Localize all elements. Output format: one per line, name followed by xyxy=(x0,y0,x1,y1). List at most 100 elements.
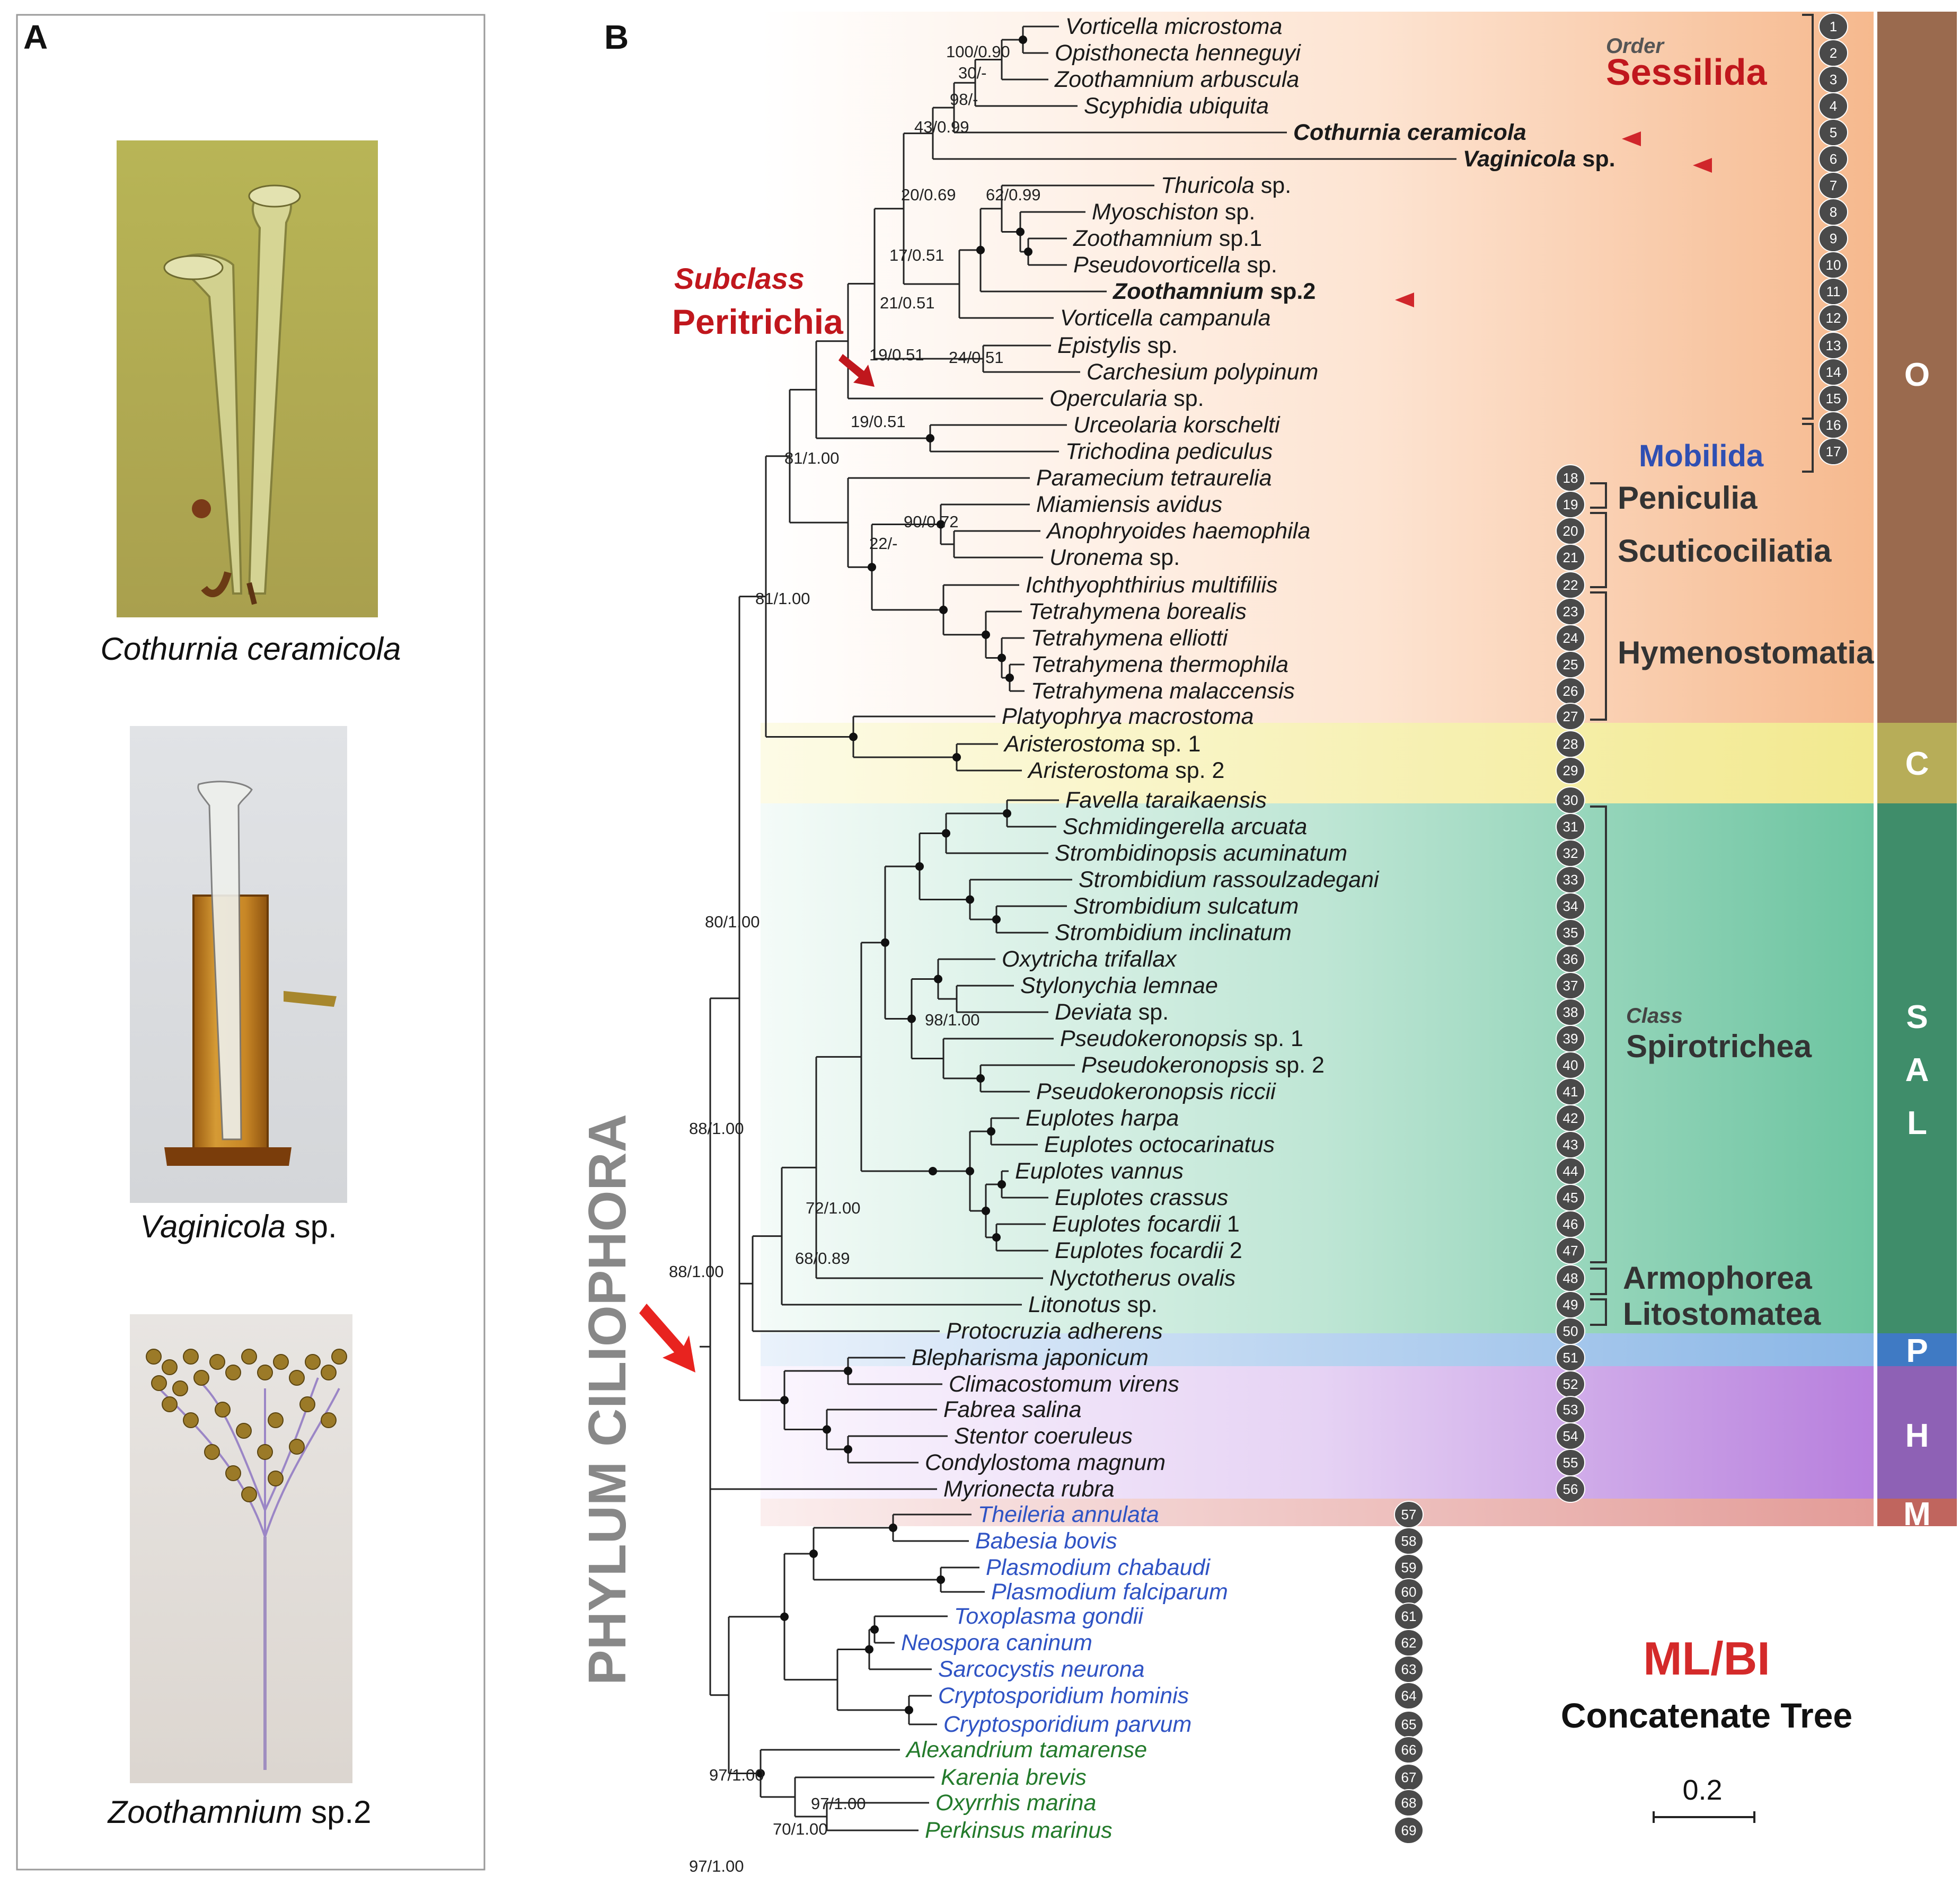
taxon-number-badge xyxy=(1556,1475,1585,1503)
support-value: 17/0.51 xyxy=(889,246,944,264)
taxon-label: Oxyrrhis marina xyxy=(935,1790,1096,1816)
taxon-number: 40 xyxy=(1563,1057,1578,1073)
taxon-number-circles: 1234567891011121314151617181920212223242… xyxy=(1394,13,1848,1844)
taxon-number: 27 xyxy=(1563,709,1578,724)
subclass-peritrichia-label: Peritrichia xyxy=(672,302,844,341)
taxon-label: Myoschiston sp. xyxy=(1092,199,1255,225)
taxon-number: 41 xyxy=(1563,1084,1578,1100)
taxon-number: 32 xyxy=(1563,845,1578,861)
taxon-number-badge xyxy=(1394,1682,1424,1710)
taxon-number: 63 xyxy=(1401,1661,1417,1677)
taxon-number: 22 xyxy=(1563,577,1578,593)
support-value: 19/0.51 xyxy=(851,412,905,431)
taxon-label: Pseudokeronopsis riccii xyxy=(1036,1079,1276,1104)
taxon-number: 39 xyxy=(1563,1031,1578,1047)
taxon-number: 69 xyxy=(1401,1822,1417,1838)
taxon-label: Vorticella microstoma xyxy=(1065,14,1282,39)
taxon-label: Perkinsus marinus xyxy=(925,1818,1113,1843)
taxon-label: Anophryoides haemophila xyxy=(1045,518,1310,544)
taxon-label: Neospora caninum xyxy=(901,1630,1092,1655)
taxon-label: Tetrahymena elliotti xyxy=(1031,625,1229,651)
taxon-number: 19 xyxy=(1563,497,1578,512)
taxon-number: 65 xyxy=(1401,1716,1417,1732)
taxon-label: Carchesium polypinum xyxy=(1087,359,1318,385)
order-sessilida-label: Sessilida xyxy=(1606,51,1768,93)
taxon-number: 14 xyxy=(1826,364,1841,380)
full-support-node xyxy=(997,1180,1006,1189)
taxon-label: Urceolaria korschelti xyxy=(1073,412,1281,438)
full-support-node xyxy=(889,1524,897,1532)
taxon-label: Litonotus sp. xyxy=(1028,1292,1158,1317)
support-value: 97/1.00 xyxy=(709,1766,764,1784)
band-p-bg xyxy=(761,1333,1874,1366)
full-support-node xyxy=(992,1233,1001,1242)
band-label-s: S xyxy=(1906,999,1928,1035)
full-support-node xyxy=(868,563,876,572)
taxon-number: 35 xyxy=(1563,925,1578,941)
taxon-label: Theileria annulata xyxy=(978,1502,1159,1527)
taxon-label: Sarcocystis neurona xyxy=(938,1657,1145,1682)
full-support-node xyxy=(870,1625,879,1634)
taxon-number: 42 xyxy=(1563,1110,1578,1126)
taxon-number: 5 xyxy=(1830,125,1837,140)
full-support-node xyxy=(937,520,945,529)
taxon-label: Babesia bovis xyxy=(975,1528,1117,1554)
taxon-number: 9 xyxy=(1830,231,1837,246)
full-support-node xyxy=(756,1769,765,1778)
band-o-strip xyxy=(1877,12,1957,723)
full-support-node xyxy=(907,1014,916,1023)
band-label-h: H xyxy=(1905,1418,1929,1454)
support-value: 21/0.51 xyxy=(880,294,934,312)
full-support-node xyxy=(1024,247,1032,256)
taxon-number-badge xyxy=(1394,1736,1424,1764)
band-sal-strip xyxy=(1877,803,1957,1333)
peniculia-label: Peniculia xyxy=(1618,480,1758,516)
taxon-number: 7 xyxy=(1830,178,1837,193)
full-support-node xyxy=(865,1645,873,1654)
full-support-node xyxy=(934,975,942,984)
support-value: 98/1.00 xyxy=(925,1011,979,1029)
litostomatea-label: Litostomatea xyxy=(1623,1296,1821,1332)
cothurnia-caption: Cothurnia ceramicola xyxy=(101,631,401,667)
panel-b-letter: B xyxy=(604,18,629,56)
taxon-number: 47 xyxy=(1563,1243,1578,1259)
full-support-node xyxy=(926,434,934,442)
taxon-label: Miamiensis avidus xyxy=(1036,492,1222,517)
full-support-node xyxy=(966,895,974,904)
taxon-label: Cryptosporidium hominis xyxy=(938,1683,1189,1708)
band-label-m: M xyxy=(1903,1496,1931,1533)
support-value: 68/0.89 xyxy=(795,1249,850,1268)
full-support-node xyxy=(905,1706,913,1714)
taxon-number: 29 xyxy=(1563,763,1578,778)
full-support-node xyxy=(937,1575,945,1584)
taxon-number: 49 xyxy=(1563,1297,1578,1313)
full-support-node xyxy=(915,862,924,871)
support-value: 43/0.99 xyxy=(914,118,969,136)
support-value: 19/0.51 xyxy=(869,346,924,364)
taxon-number: 48 xyxy=(1563,1270,1578,1286)
support-value: 30/- xyxy=(958,64,986,82)
taxon-label: Aristerostoma sp. 1 xyxy=(1003,731,1200,757)
taxon-label: Cryptosporidium parvum xyxy=(943,1712,1191,1737)
taxon-label: Toxoplasma gondii xyxy=(954,1604,1144,1629)
method-subtitle: Concatenate Tree xyxy=(1561,1696,1852,1735)
taxon-label: Blepharisma japonicum xyxy=(912,1345,1149,1370)
scale-bar-label: 0.2 xyxy=(1682,1774,1722,1806)
support-value: 81/1.00 xyxy=(784,449,839,467)
taxon-number: 11 xyxy=(1826,284,1841,299)
support-value: 70/1.00 xyxy=(773,1820,827,1838)
taxon-number: 16 xyxy=(1826,417,1841,433)
band-label-o: O xyxy=(1904,357,1930,393)
taxon-label: Karenia brevis xyxy=(941,1765,1087,1790)
armophorea-label: Armophorea xyxy=(1623,1260,1812,1296)
taxon-number: 20 xyxy=(1563,523,1578,539)
taxon-label: Strombidium inclinatum xyxy=(1055,920,1292,945)
taxon-label: Zoothamnium arbuscula xyxy=(1054,67,1299,92)
scale-bar xyxy=(1653,1811,1755,1823)
taxon-number: 52 xyxy=(1563,1376,1578,1392)
taxon-number: 30 xyxy=(1563,792,1578,808)
band-label-a: A xyxy=(1905,1052,1929,1088)
panel-a-letter: A xyxy=(23,18,48,56)
taxon-label: Schmidingerella arcuata xyxy=(1063,814,1307,839)
taxon-number: 68 xyxy=(1401,1795,1417,1811)
